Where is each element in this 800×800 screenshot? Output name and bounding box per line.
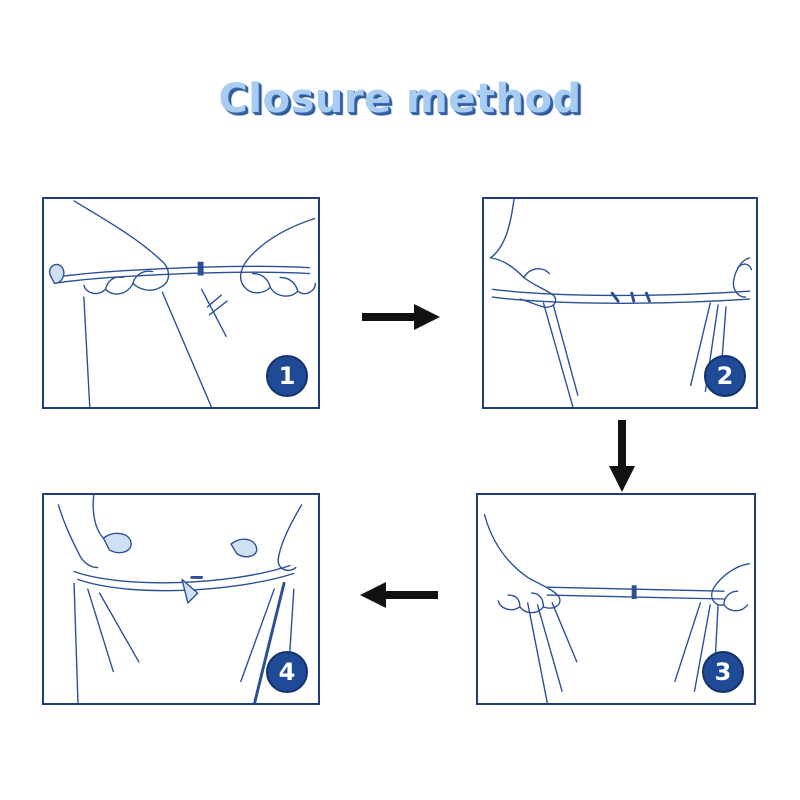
step-2-panel: 2	[482, 197, 758, 409]
step-2-illustration	[489, 199, 753, 407]
step-3-illustration	[483, 513, 751, 703]
step-4-badge: 4	[266, 651, 308, 693]
step-4-panel: 4	[42, 493, 320, 705]
step-1-illustration	[48, 200, 317, 407]
arrow-left-icon	[360, 582, 438, 608]
step-3-panel: 3	[476, 493, 756, 705]
step-1-panel: 1	[42, 197, 320, 409]
step-1-badge: 1	[266, 355, 308, 397]
diagram-title: Closure method	[218, 76, 582, 122]
arrow-right-icon	[362, 304, 440, 330]
step-3-badge: 3	[702, 651, 744, 693]
step-4-illustration	[57, 495, 303, 703]
arrow-down-icon	[609, 420, 635, 492]
step-2-badge: 2	[704, 355, 746, 397]
